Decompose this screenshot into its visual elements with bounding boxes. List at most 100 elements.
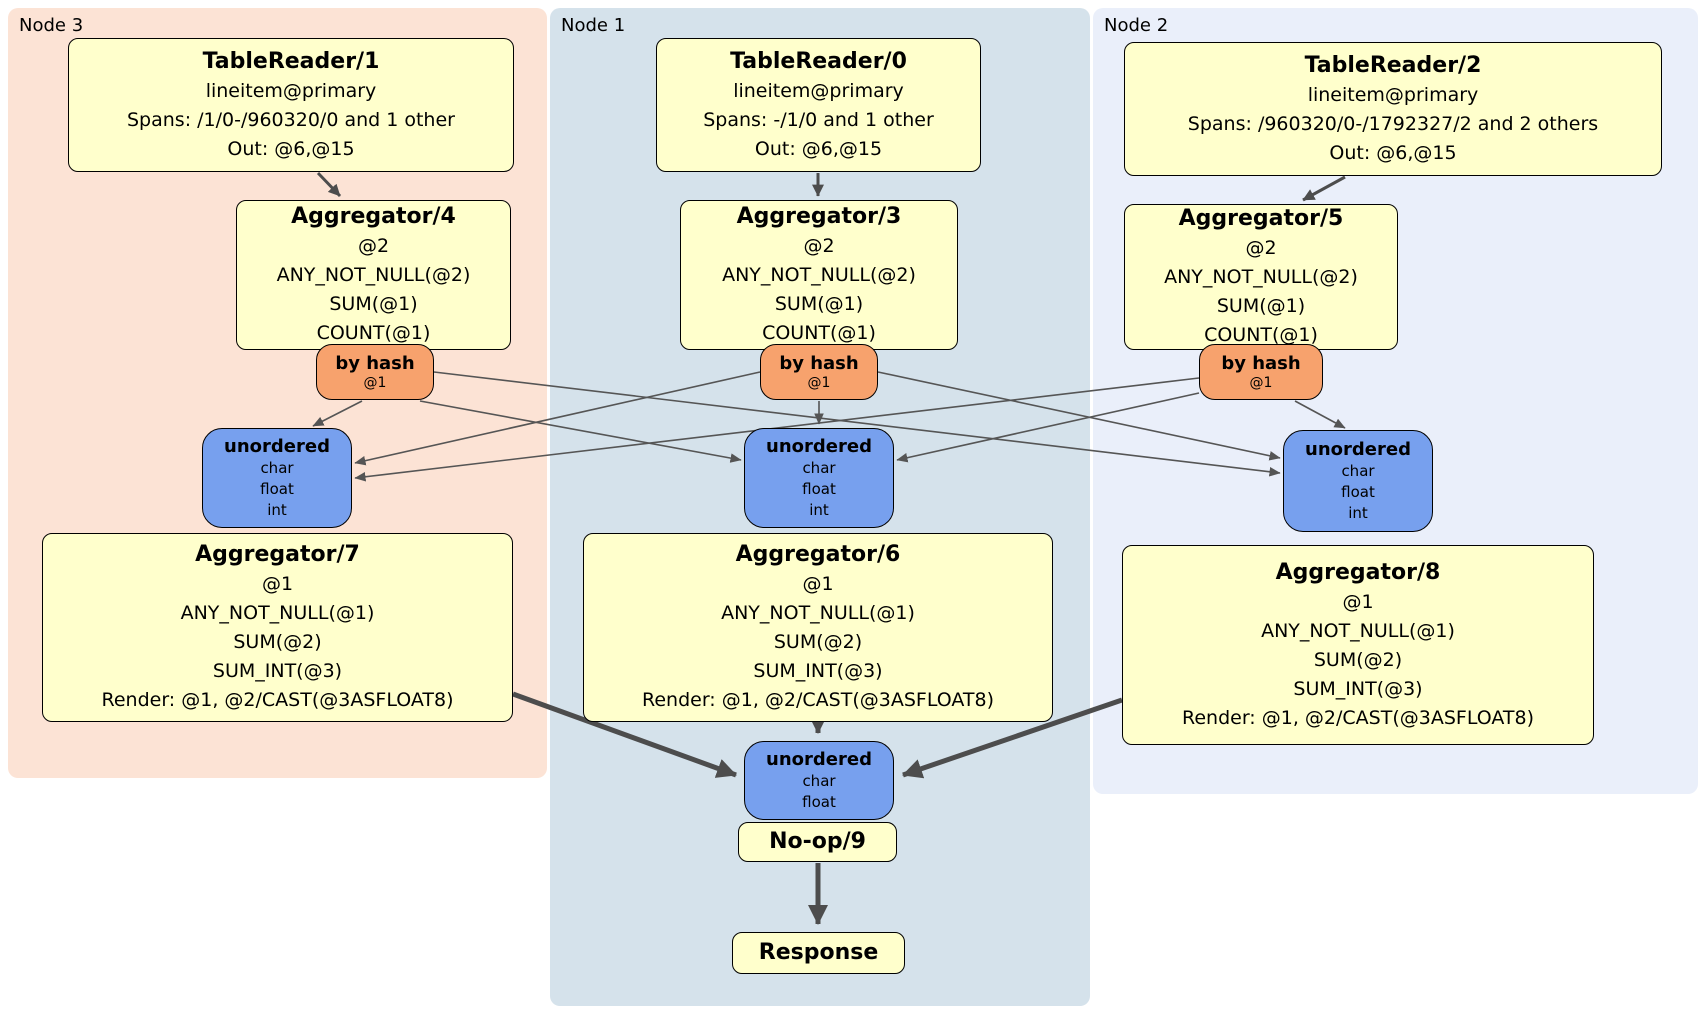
box-title: Aggregator/6 — [735, 542, 901, 567]
box-line: lineitem@primary — [1307, 83, 1479, 106]
box-line: SUM_INT(@3) — [753, 660, 883, 682]
edge-router1-sync2 — [877, 371, 1281, 461]
box-line: int — [267, 501, 287, 519]
box-title: Response — [758, 940, 879, 965]
box-line: @1 — [261, 573, 294, 595]
box-line: @1 — [807, 374, 831, 391]
box-line: COUNT(@1) — [316, 322, 431, 344]
box-line: @1 — [1342, 590, 1374, 613]
box-line: @2 — [1245, 237, 1277, 259]
box-line: int — [1348, 504, 1368, 522]
box-line: @2 — [357, 235, 390, 257]
box-line: SUM_INT(@3) — [212, 660, 343, 682]
processor-aggregator-6: Aggregator/6 @1 ANY_NOT_NULL(@1) SUM(@2)… — [583, 533, 1053, 722]
edge-aggregator8-finalsync — [902, 697, 1123, 779]
box-title: by hash — [779, 352, 859, 374]
box-line: Out: @6,@15 — [754, 137, 883, 160]
box-line: float — [802, 793, 836, 811]
box-line: float — [260, 480, 294, 498]
box-title: Aggregator/3 — [736, 204, 902, 229]
box-line: SUM(@2) — [773, 631, 863, 653]
box-line: float — [1341, 483, 1375, 501]
sync-unordered-node1: unordered char float int — [744, 428, 894, 528]
box-title: unordered — [1305, 439, 1411, 460]
box-title: No-op/9 — [769, 829, 866, 854]
processor-noop-9: No-op/9 — [738, 822, 897, 862]
edge-router3-sync3 — [312, 400, 363, 427]
box-line: ANY_NOT_NULL(@2) — [1164, 266, 1358, 288]
box-line: int — [809, 501, 829, 519]
processor-tablereader-0: TableReader/0 lineitem@primary Spans: -/… — [656, 38, 981, 172]
edge-router2-sync1 — [896, 392, 1200, 463]
box-line: COUNT(@1) — [1204, 324, 1318, 346]
box-title: unordered — [766, 436, 872, 457]
box-line: ANY_NOT_NULL(@1) — [721, 602, 915, 624]
box-line: char — [1341, 462, 1375, 480]
box-title: Aggregator/4 — [291, 204, 456, 229]
box-line: char — [260, 459, 294, 477]
router-by-hash-node1: by hash @1 — [760, 344, 878, 400]
edge-aggregator7-finalsync — [512, 691, 737, 778]
box-line: @2 — [803, 235, 835, 257]
box-line: Spans: -/1/0 and 1 other — [703, 108, 934, 131]
box-title: by hash — [335, 352, 415, 374]
edge-router1-sync3 — [354, 371, 761, 466]
processor-aggregator-3: Aggregator/3 @2 ANY_NOT_NULL(@2) SUM(@1)… — [680, 200, 958, 350]
processor-aggregator-5: Aggregator/5 @2 ANY_NOT_NULL(@2) SUM(@1)… — [1124, 204, 1398, 350]
box-line: @1 — [363, 374, 387, 391]
processor-aggregator-7: Aggregator/7 @1 ANY_NOT_NULL(@1) SUM(@2)… — [42, 533, 513, 722]
box-title: Aggregator/8 — [1275, 559, 1441, 585]
edge-router2-sync2 — [1294, 400, 1346, 429]
region-node1-label: Node 1 — [561, 15, 626, 36]
processor-aggregator-8: Aggregator/8 @1 ANY_NOT_NULL(@1) SUM(@2)… — [1122, 545, 1594, 745]
processor-aggregator-4: Aggregator/4 @2 ANY_NOT_NULL(@2) SUM(@1)… — [236, 200, 511, 350]
edge-router3-sync1 — [419, 400, 742, 463]
box-line: ANY_NOT_NULL(@1) — [180, 602, 375, 624]
box-line: Render: @1, @2/CAST(@3ASFLOAT8) — [101, 689, 454, 711]
box-line: SUM(@1) — [329, 293, 418, 315]
box-line: ANY_NOT_NULL(@1) — [1261, 619, 1455, 642]
box-line: Out: @6,@15 — [1329, 141, 1457, 164]
sync-unordered-node2: unordered char float int — [1283, 430, 1433, 532]
box-title: Aggregator/5 — [1178, 206, 1344, 231]
box-title: TableReader/1 — [202, 48, 380, 74]
box-line: lineitem@primary — [733, 79, 904, 102]
edge-tablereader2-aggregator5 — [1302, 175, 1346, 202]
box-line: @1 — [1249, 374, 1273, 391]
box-line: SUM(@1) — [774, 293, 864, 315]
box-title: TableReader/2 — [1304, 52, 1482, 78]
processor-response: Response — [732, 932, 905, 974]
box-line: Spans: /960320/0-/1792327/2 and 2 others — [1187, 112, 1599, 135]
box-title: TableReader/0 — [730, 48, 907, 74]
box-line: Out: @6,@15 — [227, 137, 355, 160]
box-line: SUM(@2) — [1313, 648, 1403, 671]
box-line: char — [802, 459, 836, 477]
box-line: Render: @1, @2/CAST(@3ASFLOAT8) — [1182, 706, 1534, 729]
processor-tablereader-1: TableReader/1 lineitem@primary Spans: /1… — [68, 38, 514, 172]
box-line: SUM_INT(@3) — [1293, 677, 1423, 700]
processor-tablereader-2: TableReader/2 lineitem@primary Spans: /9… — [1124, 42, 1662, 176]
box-title: by hash — [1221, 352, 1301, 374]
router-by-hash-node3: by hash @1 — [316, 344, 434, 400]
box-line: @1 — [802, 573, 834, 595]
box-title: unordered — [224, 436, 330, 457]
box-line: float — [802, 480, 836, 498]
box-title: Aggregator/7 — [195, 542, 360, 567]
box-title: unordered — [766, 749, 872, 770]
box-line: COUNT(@1) — [762, 322, 876, 344]
box-line: ANY_NOT_NULL(@2) — [276, 264, 471, 286]
region-node3-label: Node 3 — [19, 15, 84, 36]
edge-router3-sync2 — [433, 371, 1281, 477]
box-line: SUM(@2) — [233, 631, 322, 653]
box-line: Render: @1, @2/CAST(@3ASFLOAT8) — [642, 689, 994, 711]
region-node2-label: Node 2 — [1104, 15, 1169, 36]
sync-unordered-final: unordered char float — [744, 741, 894, 820]
edge-tablereader1-aggregator4 — [316, 171, 342, 198]
box-line: SUM(@1) — [1216, 295, 1306, 317]
box-line: Spans: /1/0-/960320/0 and 1 other — [127, 108, 455, 131]
router-by-hash-node2: by hash @1 — [1199, 344, 1323, 400]
box-line: ANY_NOT_NULL(@2) — [722, 264, 916, 286]
box-line: char — [802, 772, 836, 790]
